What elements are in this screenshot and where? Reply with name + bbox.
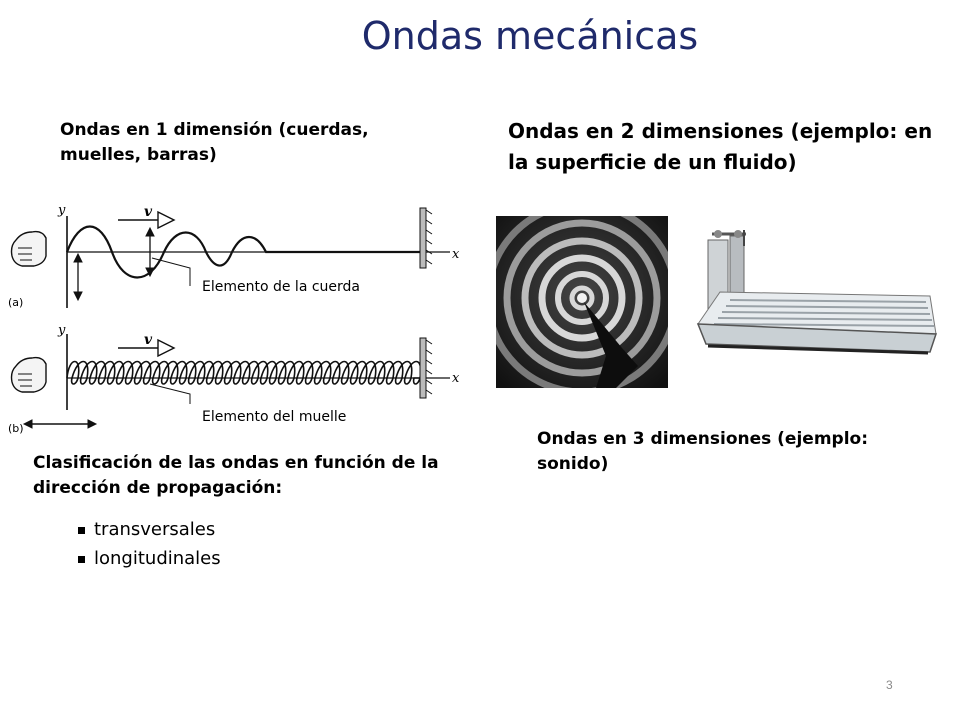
heading-3d-waves: Ondas en 3 dimensiones (ejemplo: sonido) <box>537 429 869 474</box>
square-bullet-icon <box>78 526 85 534</box>
label-x-b: x <box>452 371 460 386</box>
label-a: (a) <box>8 296 23 309</box>
label-b: (b) <box>8 422 24 435</box>
square-bullet-icon <box>78 555 85 563</box>
label-v-a: v <box>144 204 153 220</box>
caption-spring-element: Elemento del muelle <box>202 409 347 425</box>
string-wave-curve <box>65 225 420 279</box>
label-x-a: x <box>452 247 460 262</box>
label-v-b: v <box>144 332 153 348</box>
ripple-tank-photo <box>696 230 938 355</box>
list-item-transversal: transversales <box>78 516 221 545</box>
label-y-b: y <box>57 323 66 338</box>
spring-wave-diagram <box>10 334 450 429</box>
classification-list: transversales longitudinales <box>78 516 221 574</box>
list-item-longitudinal: longitudinales <box>78 545 221 574</box>
hand-icon <box>10 230 47 267</box>
caption-string-element: Elemento de la cuerda <box>202 279 361 295</box>
wave-1d-figure: y x v (a) y x v (b) <box>8 203 460 435</box>
heading-1d-waves: Ondas en 1 dimensión (cuerdas, muelles, … <box>60 120 369 165</box>
hand-icon <box>10 356 47 393</box>
heading-classification: Clasificación de las ondas en función de… <box>33 453 439 498</box>
spring-coil <box>66 360 422 385</box>
string-wave-diagram <box>10 207 450 308</box>
ripple-photo <box>496 216 668 388</box>
label-y-a: y <box>57 203 66 218</box>
page-title: Ondas mecánicas <box>361 14 699 58</box>
page-number: 3 <box>886 678 893 692</box>
heading-2d-waves: Ondas en 2 dimensiones (ejemplo: en la s… <box>508 119 933 174</box>
